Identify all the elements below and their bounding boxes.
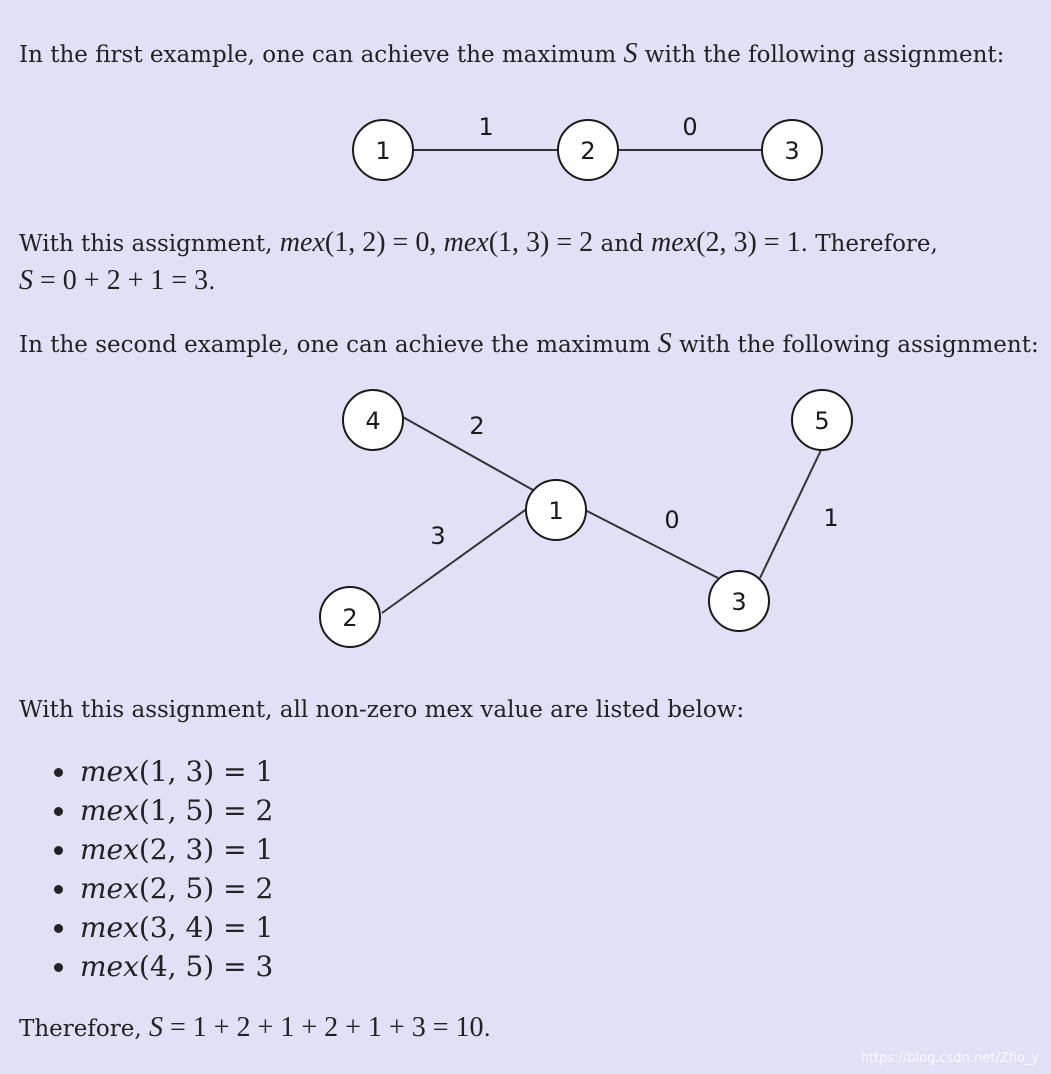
intro1-text-end: with the following assignment:	[637, 42, 1005, 68]
mex-fn: mex	[80, 833, 139, 866]
tree2-edge-2-1	[381, 507, 529, 614]
period: .	[208, 269, 216, 295]
list-item: mex(2, 5) = 2	[78, 869, 273, 908]
tree1-node-label: 1	[375, 137, 390, 165]
final-sum: Therefore, S = 1 + 2 + 1 + 2 + 1 + 3 = 1…	[19, 1009, 491, 1048]
intro1-text: In the first example, one can achieve th…	[19, 42, 624, 68]
tree2-edge-label: 0	[664, 506, 679, 534]
tree1-node: 1	[352, 119, 414, 181]
mex-fn: mex	[80, 794, 139, 827]
tree2-node-label: 3	[731, 588, 746, 616]
tree1-edge-label: 0	[682, 113, 697, 141]
list-item: mex(4, 5) = 3	[78, 947, 273, 986]
tree1-node-label: 2	[580, 137, 595, 165]
intro-first-example: In the first example, one can achieve th…	[19, 35, 1004, 74]
tree1-edge-label: 1	[478, 113, 493, 141]
result1-text: With this assignment,	[19, 231, 280, 257]
list-item: mex(1, 3) = 1	[78, 752, 273, 791]
sum-expression: = 0 + 2 + 1 = 3	[33, 265, 209, 296]
mex-fn: mex	[279, 227, 325, 258]
var-s: S	[19, 265, 33, 296]
tree1-node: 2	[557, 119, 619, 181]
therefore-text: . Therefore,	[800, 231, 938, 257]
mex-args: (1, 3) = 1	[138, 755, 274, 788]
tree2-node: 1	[525, 479, 587, 541]
mex-fn: mex	[80, 911, 139, 944]
tree2-node: 3	[708, 570, 770, 632]
mex-fn: mex	[443, 227, 489, 258]
mex-fn: mex	[80, 755, 139, 788]
mex-args: (1, 2) = 0,	[324, 227, 437, 258]
tree-diagram-first: 1 0 1 2 3	[352, 113, 823, 181]
var-s: S	[623, 38, 638, 69]
mex-args: (2, 3) = 1	[138, 833, 274, 866]
tree2-node-label: 2	[342, 604, 357, 632]
list-intro-text: With this assignment, all non-zero mex v…	[19, 697, 745, 723]
tree2-edge-label: 3	[430, 522, 445, 550]
var-s: S	[148, 1012, 163, 1043]
tree1-node-label: 3	[784, 137, 799, 165]
tree2-edge-1-3	[584, 509, 719, 579]
intro-second-example: In the second example, one can achieve t…	[19, 325, 1039, 364]
tree2-node: 5	[791, 389, 853, 451]
mex-args: (1, 3) = 2	[488, 227, 594, 258]
result-first-sum: S = 0 + 2 + 1 = 3.	[19, 262, 215, 301]
tree2-node-label: 5	[814, 407, 829, 435]
tree2-edge-5-3	[759, 447, 823, 579]
result-first-example: With this assignment, mex(1, 2) = 0, mex…	[19, 224, 938, 263]
intro2-text: In the second example, one can achieve t…	[19, 332, 658, 358]
tree2-node-label: 1	[548, 497, 563, 525]
mex-args: (2, 5) = 2	[138, 872, 274, 905]
final-text: Therefore,	[19, 1016, 149, 1042]
list-intro: With this assignment, all non-zero mex v…	[19, 691, 744, 729]
mex-args: (2, 3) = 1	[696, 227, 801, 258]
tree2-edge-4-1	[400, 415, 534, 491]
mex-fn: mex	[80, 950, 139, 983]
tree1-node: 3	[761, 119, 823, 181]
list-item: mex(2, 3) = 1	[78, 830, 273, 869]
list-item: mex(1, 5) = 2	[78, 791, 273, 830]
mex-args: (4, 5) = 3	[138, 950, 274, 983]
mex-fn: mex	[80, 872, 139, 905]
period: .	[483, 1016, 491, 1042]
mex-args: (1, 5) = 2	[138, 794, 274, 827]
tree2-node-label: 4	[365, 407, 380, 435]
mex-value-list: mex(1, 3) = 1 mex(1, 5) = 2 mex(2, 3) = …	[50, 752, 273, 986]
intro2-text-end: with the following assignment:	[671, 332, 1039, 358]
sum-expression: = 1 + 2 + 1 + 2 + 1 + 3 = 10	[162, 1012, 484, 1043]
tree2-node: 4	[342, 389, 404, 451]
list-item: mex(3, 4) = 1	[78, 908, 273, 947]
tree2-edge-label: 2	[469, 412, 484, 440]
mex-fn: mex	[651, 227, 697, 258]
mex-args: (3, 4) = 1	[138, 911, 274, 944]
and-text: and	[593, 231, 652, 257]
tree-diagram-second: 2 3 0 1 4 1 2 3 5	[319, 389, 853, 648]
tree2-node: 2	[319, 586, 381, 648]
watermark: https://blog.csdn.net/Zfio_y	[860, 1051, 1039, 1066]
var-s: S	[657, 328, 672, 359]
tree2-edge-label: 1	[823, 504, 838, 532]
